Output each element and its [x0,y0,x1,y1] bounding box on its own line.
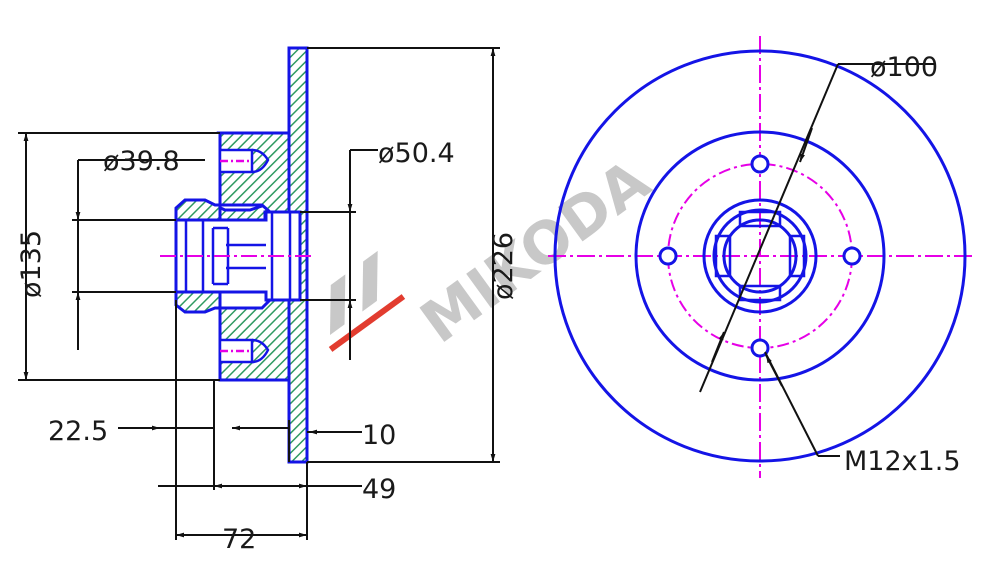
side-dimension-labels: ø135 ø39.8 ø50.4 ø226 22.5 10 49 72 [16,138,519,555]
watermark-text: MIKODA [408,146,662,356]
atm-logo-icon [328,250,406,352]
side-view [160,46,315,464]
dim-l22-5: 22.5 [48,416,108,447]
front-view [548,36,975,478]
dim-l49: 49 [362,474,396,505]
hub-splines [714,210,806,302]
bolt-hole-upper [218,148,270,174]
dim-d50-4: ø50.4 [378,138,455,169]
dim-d135: ø135 [16,230,47,298]
hub-outer-circle [702,198,818,314]
bolt-holes-front [658,154,862,358]
dim-thread: M12x1.5 [844,446,961,477]
flange-circle [634,130,886,382]
bolt-hole-lower [218,338,270,364]
dim-d39-8: ø39.8 [103,146,180,177]
front-dimensions [699,63,935,457]
hub-inner-circle [712,208,808,304]
dim-d100: ø100 [870,52,938,83]
front-dimension-labels: ø100 M12x1.5 [844,52,961,477]
hub-upper-block [174,131,291,222]
dim-l72: 72 [222,524,256,555]
dim-d226: ø226 [488,232,519,300]
side-dimensions [18,47,500,540]
watermark: MIKODA [328,146,662,356]
dim-l10: 10 [362,420,396,451]
disc-outer-circle [553,49,967,463]
bore-circle [722,218,798,294]
hub-lower-block [174,290,291,382]
